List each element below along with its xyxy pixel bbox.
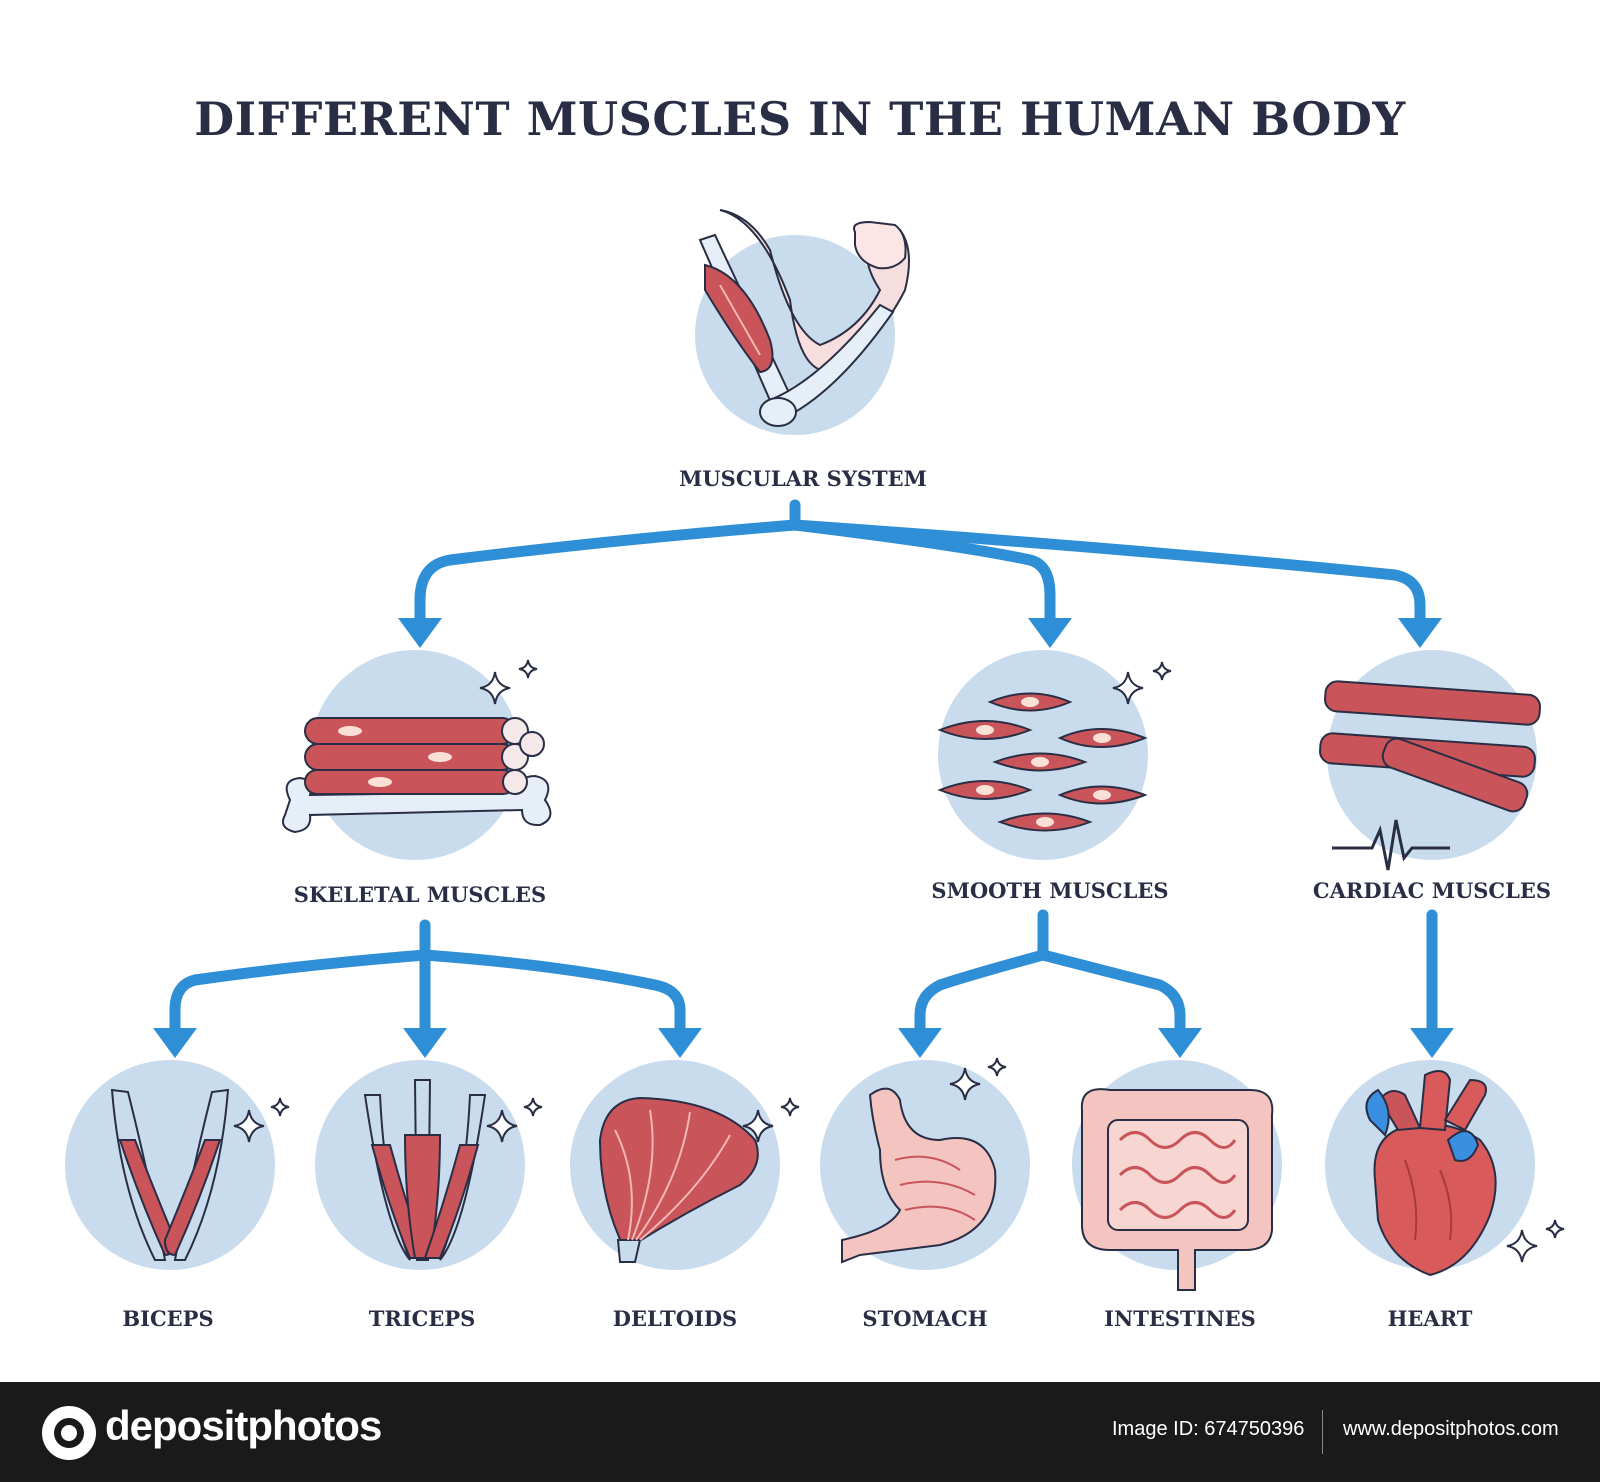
image-id: Image ID: 674750396 bbox=[1112, 1418, 1305, 1440]
label-intestines: INTESTINES bbox=[1104, 1306, 1256, 1331]
label-deltoids: DELTOIDS bbox=[612, 1306, 738, 1331]
arrowheads bbox=[153, 618, 1454, 1058]
fiber-bundle bbox=[304, 717, 516, 795]
arrowhead-smooth bbox=[1028, 618, 1072, 648]
arm-illustration bbox=[698, 209, 910, 427]
fist bbox=[853, 220, 907, 270]
forearm-bone bbox=[768, 303, 895, 422]
sparkle-icon bbox=[780, 1097, 800, 1117]
elbow-joint bbox=[759, 397, 797, 427]
skeletal-illustration bbox=[282, 717, 552, 834]
cardiac-illustration bbox=[1319, 680, 1541, 871]
arrow-root-to-skeletal bbox=[414, 519, 801, 628]
sparkle-icon bbox=[479, 671, 511, 705]
label-cardiac-muscles: CARDIAC MUSCLES bbox=[1312, 878, 1552, 903]
arrow-smooth-to-stomach bbox=[914, 949, 1049, 1038]
label-muscular-system: MUSCULAR SYSTEM bbox=[679, 466, 927, 491]
heart-illustration bbox=[1365, 1070, 1497, 1277]
sparkle-icon bbox=[523, 1097, 543, 1117]
sparkle-icon bbox=[1112, 671, 1144, 705]
arrows bbox=[169, 499, 1438, 1038]
footer-divider bbox=[1322, 1410, 1323, 1454]
sparkle-icon bbox=[270, 1097, 290, 1117]
smooth-illustration bbox=[937, 692, 1148, 832]
stomach-illustration bbox=[841, 1087, 997, 1264]
label-heart: HEART bbox=[1387, 1306, 1473, 1331]
arrowhead-stomach bbox=[898, 1028, 942, 1058]
arrowhead-heart bbox=[1410, 1028, 1454, 1058]
label-smooth-muscles: SMOOTH MUSCLES bbox=[931, 878, 1169, 903]
arrowhead-intestines bbox=[1158, 1028, 1202, 1058]
arrowhead-deltoids bbox=[658, 1028, 702, 1058]
watermark-footer: depositphotos Image ID: 674750396 www.de… bbox=[0, 1382, 1600, 1482]
brand-name: depositphotos bbox=[105, 1402, 382, 1449]
sparkle-icon bbox=[1545, 1219, 1565, 1239]
label-stomach: STOMACH bbox=[862, 1306, 988, 1331]
diagram-title: DIFFERENT MUSCLES IN THE HUMAN BODY bbox=[194, 92, 1406, 146]
fiber-ends bbox=[501, 717, 545, 795]
label-biceps: BICEPS bbox=[122, 1306, 214, 1331]
sparkle-icon bbox=[949, 1067, 981, 1101]
website-link[interactable]: www.depositphotos.com bbox=[1343, 1418, 1559, 1440]
arrow-root-to-cardiac bbox=[789, 519, 1426, 628]
nuclei bbox=[338, 726, 452, 787]
sparkle-icon bbox=[518, 659, 538, 679]
arrowhead-skeletal bbox=[398, 618, 442, 648]
deltoids-illustration bbox=[598, 1096, 759, 1263]
arrowhead-biceps bbox=[153, 1028, 197, 1058]
sparkle-icon bbox=[742, 1109, 774, 1143]
diagram-graphic bbox=[65, 209, 1565, 1291]
sparkle-icon bbox=[486, 1109, 518, 1143]
circle-root bbox=[695, 235, 895, 435]
depositphotos-logo-icon bbox=[42, 1406, 96, 1460]
sparkles bbox=[233, 659, 1565, 1263]
sparkle-icon bbox=[233, 1109, 265, 1143]
sparkle-icon bbox=[987, 1057, 1007, 1077]
arrow-smooth-to-intestines bbox=[1037, 949, 1186, 1038]
arrow-skeletal-to-biceps bbox=[169, 949, 431, 1038]
arrowhead-cardiac bbox=[1398, 618, 1442, 648]
intestines-illustration bbox=[1080, 1088, 1274, 1291]
biceps-illustration bbox=[110, 1088, 230, 1261]
ecg-line bbox=[1332, 819, 1450, 871]
label-skeletal-muscles: SKELETAL MUSCLES bbox=[293, 882, 547, 907]
bicep-striation bbox=[719, 284, 761, 356]
arrowhead-triceps bbox=[403, 1028, 447, 1058]
triceps-illustration bbox=[363, 1079, 487, 1261]
label-triceps: TRICEPS bbox=[368, 1306, 476, 1331]
arrow-skeletal-to-deltoids bbox=[419, 949, 686, 1038]
sparkle-icon bbox=[1506, 1229, 1538, 1263]
sparkle-icon bbox=[1152, 661, 1172, 681]
